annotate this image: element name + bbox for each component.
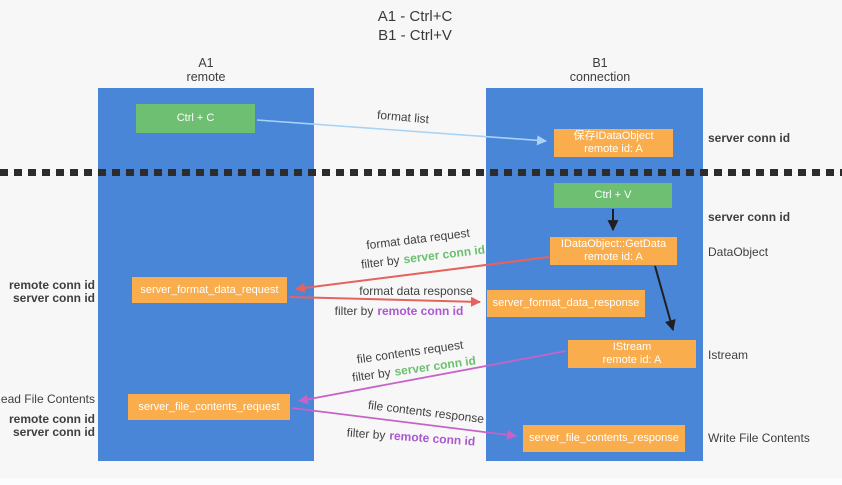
node-server-format-data-request-label: server_format_data_request: [140, 283, 279, 296]
node-server-file-contents-request: server_file_contents_request: [128, 394, 290, 420]
node-server-format-data-response: server_format_data_response: [487, 290, 645, 317]
node-save-idataobject-line2: remote id: A: [584, 143, 643, 155]
label-server-conn-id-left-2: server conn id: [12, 425, 95, 439]
node-save-idataobject-line1: 保存IDataObject: [573, 130, 654, 142]
lifeline-header-a1: A1 remote: [146, 56, 266, 84]
node-ctrl-c: Ctrl + C: [136, 104, 255, 133]
lifeline-a1-sub: remote: [186, 70, 226, 84]
node-server-file-contents-response: server_file_contents_response: [523, 425, 685, 452]
label-server-conn-id-left-1: server conn id: [12, 291, 95, 305]
node-istream-line1: IStream: [612, 341, 652, 353]
node-server-format-data-response-label: server_format_data_response: [492, 297, 640, 309]
node-istream-line2: remote id: A: [602, 354, 662, 366]
lifeline-a1-name: A1: [198, 56, 214, 70]
node-ctrl-v: Ctrl + V: [554, 183, 672, 208]
filter-by-text: filter by: [334, 304, 374, 318]
node-idataobject-getdata: IDataObject::GetData remote id: A: [550, 237, 677, 265]
node-istream: IStream remote id: A: [568, 340, 696, 368]
node-server-file-contents-request-label: server_file_contents_request: [138, 400, 280, 413]
arrow-getdata-to-istream: [654, 265, 676, 332]
machine-boundary-divider: [0, 169, 842, 176]
arrow-file-contents-request: [298, 350, 567, 405]
label-data-object: DataObject: [708, 245, 769, 259]
label-format-data-response: format data response: [359, 284, 473, 298]
label-remote-conn-id-left-1: remote conn id: [8, 278, 95, 292]
label-read-file-contents: Read File Contents: [0, 392, 95, 406]
node-ctrl-v-label: Ctrl + V: [594, 189, 632, 201]
node-save-idataobject: 保存IDataObject remote id: A: [554, 129, 673, 157]
remote-conn-id-key: remote conn id: [377, 304, 464, 318]
label-server-conn-id-mid: server conn id: [708, 210, 791, 224]
lifeline-b1-sub: connection: [569, 70, 631, 84]
node-idataobject-getdata-line1: IDataObject::GetData: [560, 238, 667, 250]
node-server-format-data-request: server_format_data_request: [132, 277, 287, 303]
node-ctrl-c-label: Ctrl + C: [176, 112, 215, 124]
label-server-conn-id-top: server conn id: [708, 131, 791, 145]
arrow-format-list: [256, 119, 547, 146]
node-idataobject-getdata-line2: remote id: A: [584, 251, 643, 263]
page-title: A1 - Ctrl+C B1 - Ctrl+V: [0, 7, 830, 45]
filter-by-text: filter by: [346, 425, 386, 443]
lifeline-b1-name: B1: [592, 56, 608, 70]
label-istream: Istream: [708, 348, 749, 362]
label-write-file-contents: Write File Contents: [708, 431, 810, 445]
arrow-format-data-response: [288, 296, 481, 307]
node-server-file-contents-response-label: server_file_contents_response: [529, 432, 679, 444]
lifeline-header-b1: B1 connection: [540, 56, 660, 84]
title-line-a1: A1 - Ctrl+C: [377, 8, 453, 25]
arrow-format-data-request: [295, 256, 550, 293]
bottom-strip: [0, 478, 842, 485]
title-line-b1: B1 - Ctrl+V: [378, 27, 452, 44]
arrow-file-contents-response: [291, 407, 517, 440]
label-remote-conn-id-left-2: remote conn id: [8, 412, 95, 426]
